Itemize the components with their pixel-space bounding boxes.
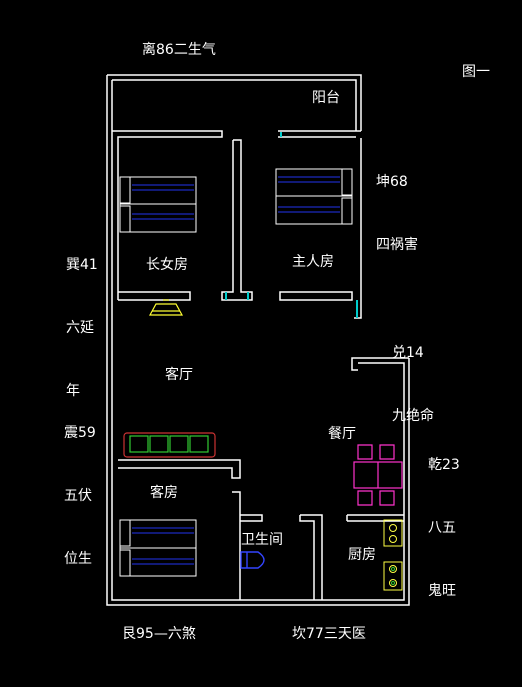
doors [225, 132, 358, 318]
bed-icon [119, 519, 197, 577]
sofa-icon [123, 432, 216, 458]
direction-line: 乾23 [428, 457, 460, 473]
walls [106, 74, 410, 606]
direction-line: 九绝命 [392, 408, 434, 424]
direction-line: 震59 [64, 425, 96, 441]
direction-bottom-left: 艮95—六煞 [122, 626, 196, 642]
direction-left-upper: 巽41 六延 年 [66, 213, 98, 423]
room-balcony: 阳台 [312, 90, 340, 106]
direction-line: 年 [66, 383, 80, 399]
direction-line: 四祸害 [376, 237, 418, 253]
room-master: 主人房 [292, 254, 334, 270]
room-guest: 客房 [150, 485, 178, 501]
direction-line: 位生 [64, 551, 92, 567]
room-eldest-daughter: 长女房 [146, 257, 188, 273]
direction-right-lower: 乾23 八五 鬼旺 [428, 413, 460, 623]
range-hood-icon [148, 299, 184, 316]
direction-right-upper: 坤68 四祸害 [376, 130, 418, 277]
figure-label: 图一 [462, 64, 490, 80]
room-kitchen: 厨房 [348, 547, 376, 563]
direction-line: 巽41 [66, 257, 98, 273]
bed-icon [275, 168, 353, 225]
room-living: 客厅 [165, 367, 193, 383]
bed-icon [119, 176, 197, 233]
room-dining: 餐厅 [328, 426, 356, 442]
direction-line: 五伏 [64, 488, 92, 504]
toilet-icon [240, 551, 265, 569]
room-bathroom: 卫生间 [241, 532, 283, 548]
direction-line: 兑14 [392, 345, 424, 361]
direction-line: 鬼旺 [428, 583, 456, 599]
direction-line: 坤68 [376, 174, 408, 190]
direction-line: 六延 [66, 320, 94, 336]
direction-bottom-right: 坎77三天医 [292, 626, 366, 642]
direction-line: 八五 [428, 520, 456, 536]
stove-icon [383, 561, 403, 591]
direction-left-middle: 震59 五伏 位生 [64, 381, 96, 591]
direction-top: 离86二生气 [142, 42, 216, 58]
direction-right-middle: 兑14 九绝命 [392, 301, 434, 448]
dining-table-icon [353, 444, 403, 506]
sink-icon [383, 519, 403, 547]
